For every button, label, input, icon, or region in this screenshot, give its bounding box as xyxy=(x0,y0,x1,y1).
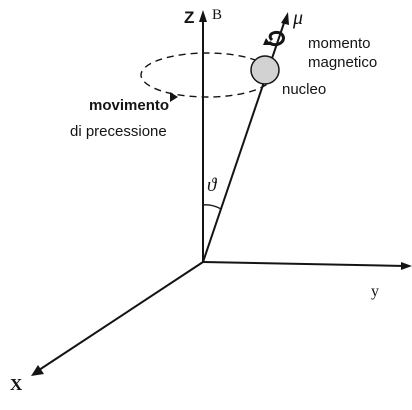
nucleus xyxy=(250,55,280,85)
precession-label-line1: movimento xyxy=(89,97,170,114)
y-axis-arrowhead xyxy=(401,262,412,270)
z-axis-arrowhead xyxy=(199,10,207,22)
angle-arc xyxy=(202,204,222,210)
field-label: B xyxy=(212,7,223,23)
mu-label: μ xyxy=(293,7,304,29)
precession-arrow-icon xyxy=(170,92,178,102)
spin-icon xyxy=(267,30,285,47)
magnetic-moment-label-line1: momento xyxy=(308,35,371,52)
z-axis-label: Z xyxy=(184,8,195,27)
nucleus-label: nucleo xyxy=(282,81,327,98)
x-axis-arrowhead xyxy=(31,365,44,376)
y-axis-label: y xyxy=(371,283,379,300)
angle-label: ϑ xyxy=(207,175,217,196)
precession-label-line2: di precessione xyxy=(70,123,167,140)
x-axis xyxy=(35,261,204,373)
magnetic-moment-label-line2: magnetico xyxy=(308,54,378,71)
moment-vector-arrowhead xyxy=(281,12,289,25)
spin-arrowhead xyxy=(263,38,271,45)
x-axis-label: X xyxy=(10,375,23,394)
y-axis xyxy=(202,261,406,267)
